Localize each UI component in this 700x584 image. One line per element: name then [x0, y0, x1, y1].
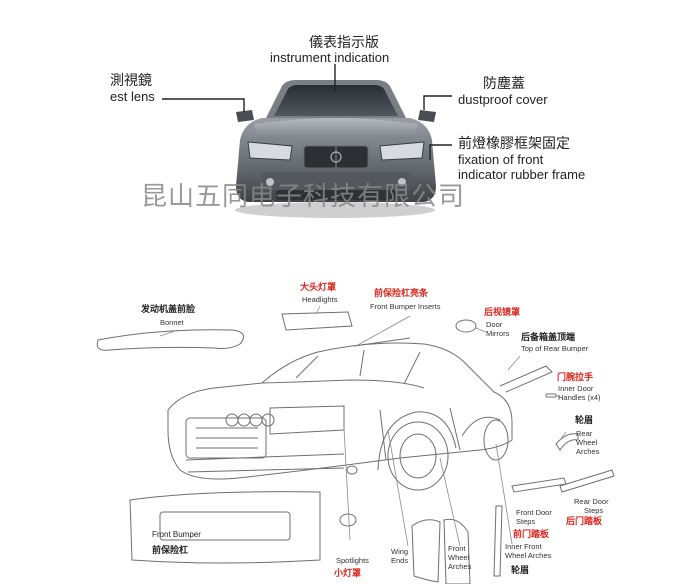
est-lens-en-label: est lens — [110, 89, 155, 104]
bonnet-en-label: Bonnet — [160, 318, 184, 327]
dustproof-en-label: dustproof cover — [458, 92, 548, 107]
est-lens-zh-label: 測視鏡 — [110, 73, 152, 89]
door-mirrors-en-label-2: Mirrors — [486, 329, 510, 338]
inner-door-zh-label: 门腕拉手 — [557, 373, 594, 383]
company-watermark: 昆山五同电子科技有限公司 — [141, 182, 466, 212]
door-mirrors-en-label-1: Door — [486, 320, 503, 329]
fixation-zh-label: 前燈橡膠框架固定 — [458, 136, 570, 152]
rear-wheel-en-label-1: Rear — [576, 429, 593, 438]
rear-wheel-en-label-3: Arches — [576, 447, 600, 456]
front-wheel-en-label-3: Arches — [448, 562, 472, 571]
inner-door-en-label-2: Handles (x4) — [558, 393, 601, 402]
front-wheel-en-label-1: Front — [448, 544, 466, 553]
rear-bumper-en-label: Top of Rear Bumper — [521, 344, 589, 353]
car-photo — [235, 80, 436, 218]
inner-front-wheel-zh-label: 轮眉 — [511, 566, 530, 576]
front-wheel-en-label-2: Wheel — [448, 553, 470, 562]
inner-door-en-label-1: Inner Door — [558, 384, 594, 393]
left-headlight — [247, 141, 293, 161]
instrument-en-label: instrument indication — [270, 50, 390, 65]
parts-line-drawing — [96, 311, 615, 584]
front-bumper-zh-label: 前保险杠 — [152, 546, 189, 556]
inner-front-wheel-en-label-1: Inner Front — [505, 542, 542, 551]
right-headlight — [379, 141, 425, 161]
front-bumper-inserts-zh-label: 前保险杠亮条 — [374, 289, 429, 299]
rear-door-steps-en-label-2: Steps — [584, 506, 604, 515]
top-leader-lines — [162, 64, 452, 160]
spotlights-zh-label: 小灯罩 — [334, 569, 362, 579]
rear-wheel-zh-label: 轮眉 — [575, 416, 594, 426]
door-mirrors-zh-label: 后视镜罩 — [484, 308, 521, 318]
front-door-steps-en-label-2: Steps — [516, 517, 536, 526]
right-mirror — [418, 110, 436, 122]
rear-door-steps-en-label-1: Rear Door — [574, 497, 609, 506]
headlights-en-label: Headlights — [302, 295, 338, 304]
rear-wheel-en-label-2: Wheel — [576, 438, 598, 447]
left-mirror — [236, 110, 254, 122]
front-bumper-inserts-en-label: Front Bumper Inserts — [370, 302, 441, 311]
wing-ends-en-label-1: Wing — [391, 547, 409, 556]
front-door-steps-zh-label: 前门踏板 — [513, 530, 550, 540]
inner-front-wheel-en-label-2: Wheel Arches — [505, 551, 552, 560]
front-bumper-en-label: Front Bumper — [152, 530, 201, 539]
rear-door-steps-zh-label: 后门踏板 — [566, 517, 603, 527]
wing-ends-en-label-2: Ends — [391, 556, 409, 565]
headlights-zh-label: 大头灯罩 — [300, 283, 337, 293]
bottom-leader-lines — [159, 305, 567, 547]
front-door-steps-en-label-1: Front Door — [516, 508, 552, 517]
rear-bumper-zh-label: 后备箱盖顶端 — [521, 333, 576, 343]
spotlights-en-label: Spotlights — [336, 556, 369, 565]
fixation-en-label-2: indicator rubber frame — [458, 167, 586, 182]
instrument-zh-label: 儀表指示版 — [309, 35, 379, 51]
dustproof-zh-label: 防塵蓋 — [483, 76, 525, 92]
fixation-en-label-1: fixation of front — [458, 152, 544, 167]
bonnet-zh-label: 发动机盖前脸 — [141, 305, 196, 315]
